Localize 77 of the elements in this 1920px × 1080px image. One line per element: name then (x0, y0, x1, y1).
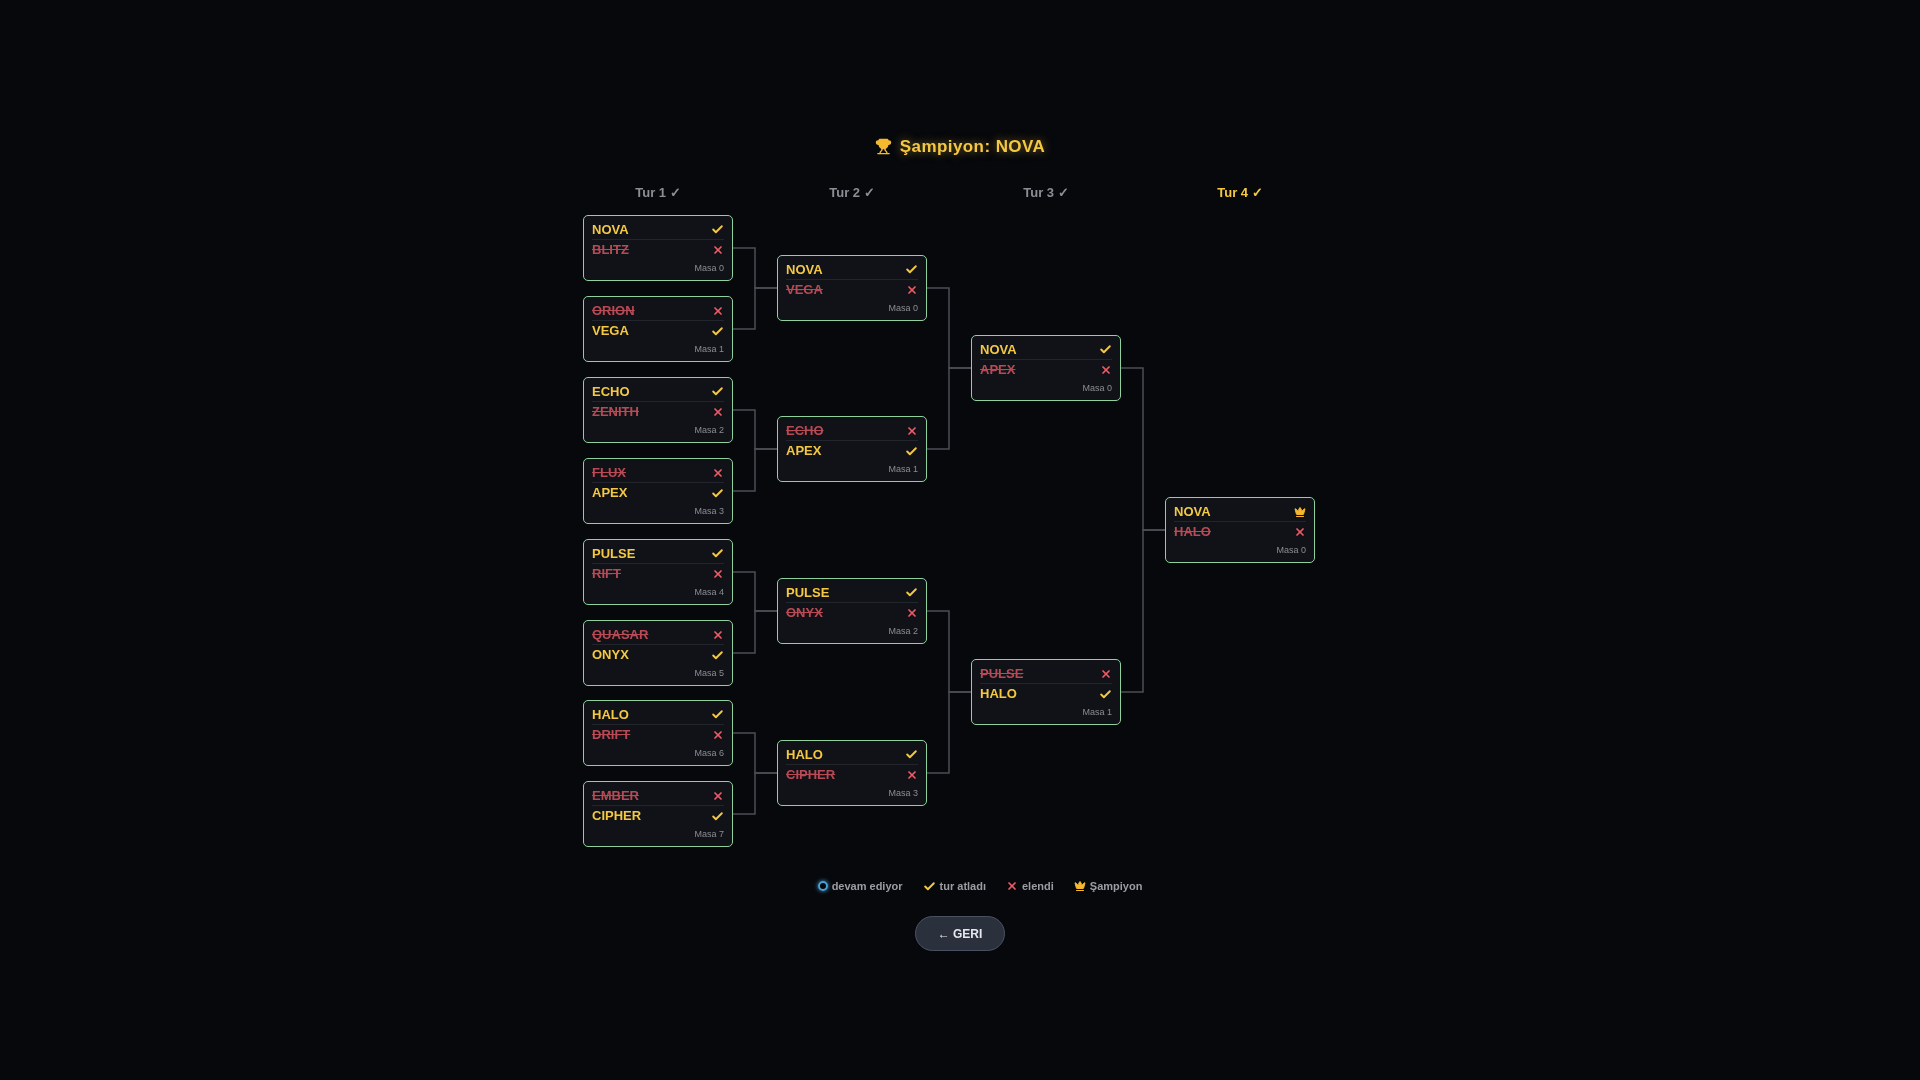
table-label: Masa 4 (694, 586, 724, 599)
team-name: ORION (592, 301, 635, 320)
team-name: CIPHER (592, 807, 642, 826)
table-label: Masa 5 (694, 667, 724, 680)
title: Şampiyon: NOVA (899, 136, 1046, 158)
team-name: VEGA (786, 281, 823, 300)
team-name: RIFT (592, 565, 621, 584)
bracket-line (732, 448, 778, 492)
table-label: Masa 1 (1082, 706, 1112, 719)
team-name: HALO (592, 705, 629, 724)
team-name: DRIFT (592, 726, 631, 745)
match-card (777, 578, 927, 644)
match-card (777, 255, 927, 321)
table-label: Masa 3 (888, 787, 918, 800)
match-card (971, 659, 1121, 725)
team-name: PULSE (980, 664, 1024, 683)
bracket-line (732, 772, 778, 815)
match-card (583, 620, 733, 686)
match-card (583, 781, 733, 847)
team-name: HALO (980, 685, 1017, 704)
bracket-line (1120, 529, 1166, 693)
back-button: ← GERI (915, 916, 1005, 951)
table-label: Masa 1 (694, 343, 724, 356)
match-card (777, 416, 927, 482)
bracket-line (926, 691, 972, 774)
round-label: Tur 3 ✓ (1022, 184, 1070, 202)
team-name: ECHO (592, 382, 630, 401)
round-label: Tur 4 ✓ (1216, 184, 1264, 202)
legend-label: devam ediyor (831, 879, 903, 894)
team-name: ECHO (786, 421, 824, 440)
table-label: Masa 1 (888, 463, 918, 476)
team-name: FLUX (592, 463, 626, 482)
table-label: Masa 3 (694, 505, 724, 518)
match-card (971, 335, 1121, 401)
match-card (583, 700, 733, 766)
table-label: Masa 2 (888, 625, 918, 638)
team-name: HALO (786, 745, 823, 764)
team-name: BLITZ (592, 241, 629, 260)
team-name: EMBER (592, 786, 639, 805)
team-name: VEGA (592, 322, 629, 341)
match-card (777, 740, 927, 806)
team-name: APEX (592, 484, 628, 503)
team-name: NOVA (980, 340, 1017, 359)
team-name: PULSE (786, 583, 830, 602)
round-label: Tur 2 ✓ (828, 184, 876, 202)
table-label: Masa 2 (694, 424, 724, 437)
team-name: NOVA (592, 220, 629, 239)
bracket-line (732, 610, 778, 654)
team-name: ONYX (786, 604, 823, 623)
team-name: CIPHER (786, 766, 836, 785)
team-name: QUASAR (592, 625, 649, 644)
bracket-line (926, 367, 972, 450)
match-card (583, 377, 733, 443)
match-card (1165, 497, 1315, 563)
match-card (583, 215, 733, 281)
legend-label: tur atladı (939, 879, 986, 894)
team-name: APEX (786, 442, 822, 461)
bracket-line (732, 287, 778, 330)
match-card (583, 296, 733, 362)
table-label: Masa 6 (694, 747, 724, 760)
table-label: Masa 0 (1082, 382, 1112, 395)
team-name: APEX (980, 361, 1016, 380)
table-label: Masa 0 (694, 262, 724, 275)
legend-label: Şampiyon (1089, 879, 1143, 894)
legend-label: elendi (1022, 879, 1054, 894)
team-name: ZENITH (592, 403, 639, 422)
round-label: Tur 1 ✓ (634, 184, 682, 202)
match-card (583, 539, 733, 605)
team-name: NOVA (786, 260, 823, 279)
team-name: HALO (1174, 523, 1211, 542)
team-name: PULSE (592, 544, 636, 563)
team-name: NOVA (1174, 502, 1211, 521)
table-label: Masa 0 (888, 302, 918, 315)
team-name: ONYX (592, 646, 629, 665)
match-card (583, 458, 733, 524)
table-label: Masa 7 (694, 828, 724, 841)
table-label: Masa 0 (1276, 544, 1306, 557)
